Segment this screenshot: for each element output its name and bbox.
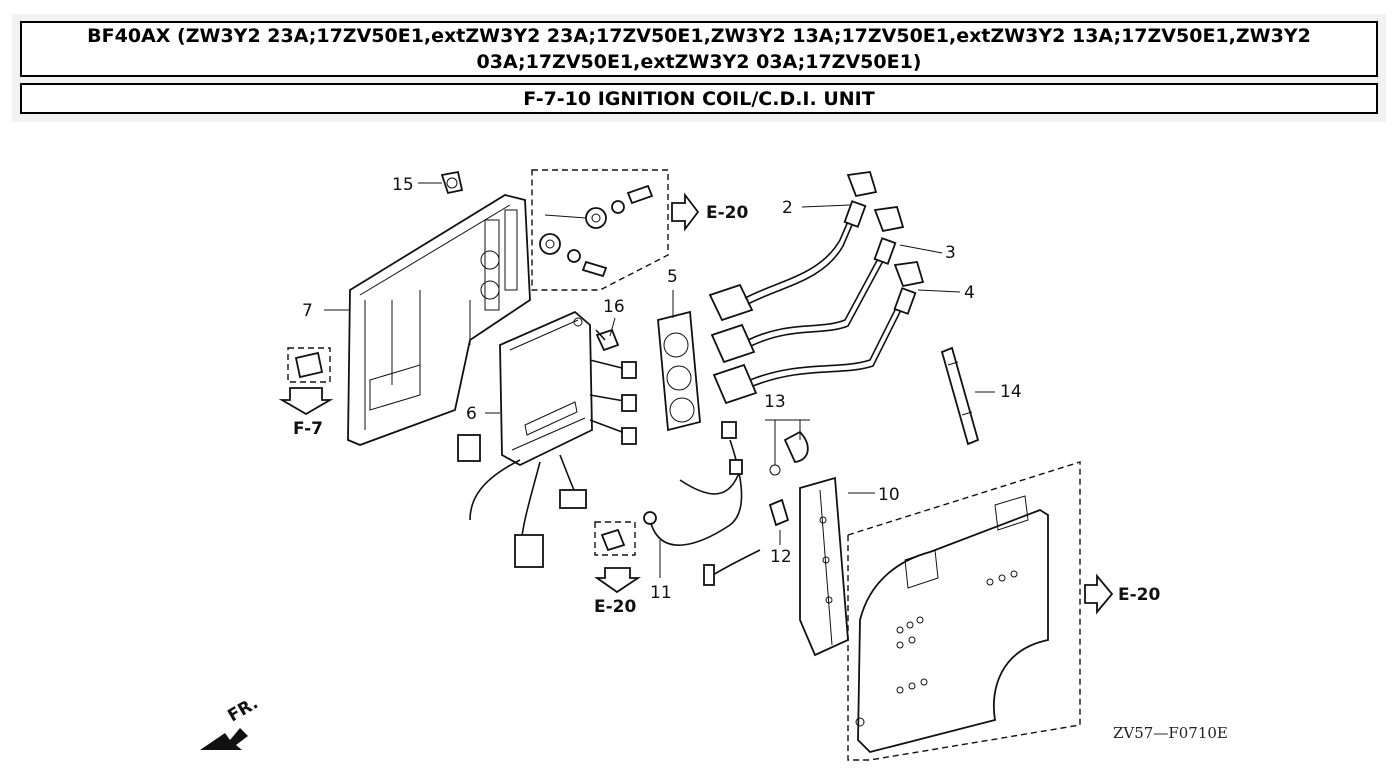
callout-5: 5 (667, 267, 678, 287)
callout-12: 12 (770, 547, 792, 567)
callout-6: 6 (466, 404, 477, 424)
callout-4: 4 (964, 283, 975, 303)
callout-10: 10 (878, 485, 900, 505)
ref-e20-bottom[interactable]: E-20 (594, 597, 636, 617)
f7-clip-group (278, 347, 334, 416)
part-15-grommet[interactable] (440, 170, 464, 195)
part-16-bolt[interactable] (595, 328, 620, 352)
callout-13: 13 (764, 392, 786, 412)
callout-14: 14 (1000, 382, 1022, 402)
ref-f7[interactable]: F-7 (293, 419, 323, 439)
part-4-ignition-coil[interactable] (712, 261, 925, 405)
e20-bottom-hardware (594, 521, 641, 594)
callout-11: 11 (650, 583, 672, 603)
leader-lines (324, 182, 995, 578)
callout-2: 2 (782, 198, 793, 218)
callout-15: 15 (392, 175, 414, 195)
ignition-cover-group (847, 461, 1081, 761)
part-10-grommet-strip[interactable] (799, 476, 849, 657)
part-3-ignition-coil[interactable] (710, 206, 905, 364)
part-5-coil-holder[interactable] (657, 310, 701, 432)
part-13-cap[interactable] (769, 430, 809, 476)
callout-16: 16 (603, 297, 625, 317)
ref-e20-right[interactable]: E-20 (1118, 585, 1160, 605)
part-12-clamp[interactable] (768, 498, 790, 527)
front-label: FR. (225, 693, 262, 726)
section-title: F-7-10 IGNITION COIL/C.D.I. UNIT (20, 83, 1378, 114)
part-6-cdi-unit[interactable] (457, 310, 637, 568)
part-7-bracket[interactable] (347, 194, 531, 446)
callout-3: 3 (945, 243, 956, 263)
hardware-group-e20 (531, 169, 669, 291)
part-11-harness[interactable] (643, 421, 761, 586)
part-2-ignition-coil[interactable] (708, 171, 878, 322)
callout-7: 7 (302, 301, 313, 321)
arrow-e20-top (671, 192, 700, 232)
arrow-e20-right (1084, 573, 1114, 615)
diagram-code: ZV57—F0710E (1113, 724, 1228, 742)
front-direction-arrow (200, 728, 248, 750)
part-14-clip[interactable] (940, 346, 980, 446)
model-title: BF40AX (ZW3Y2 23A;17ZV50E1,extZW3Y2 23A;… (20, 21, 1378, 77)
ref-e20-top[interactable]: E-20 (706, 203, 748, 223)
